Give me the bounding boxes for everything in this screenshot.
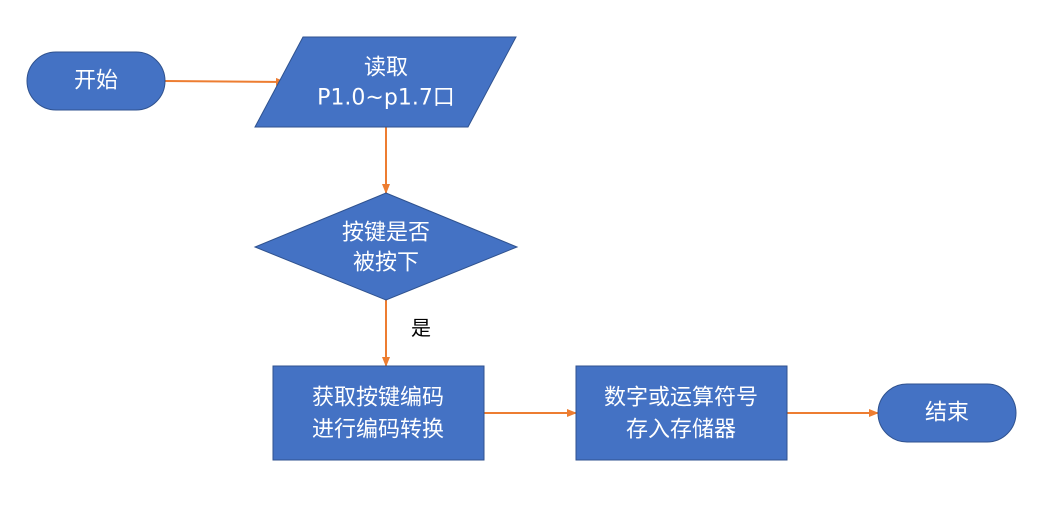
encode-label-line1: 获取按键编码 — [312, 386, 444, 411]
process-encode-box: 获取按键编码 进行编码转换 — [272, 365, 485, 461]
decision-yes-label: 是 — [411, 316, 431, 340]
arrow-start-to-read — [164, 77, 286, 86]
read-input-parallelogram: 读取 P1.0~p1.7口 — [254, 36, 517, 128]
decision-label-line1: 按键是否 — [342, 221, 430, 246]
end-label: 结束 — [925, 401, 969, 426]
read-label-line2: P1.0~p1.7口 — [317, 86, 455, 111]
start-terminal: 开始 — [26, 51, 166, 111]
encode-label-line2: 进行编码转换 — [312, 418, 444, 443]
read-label-line1: 读取 — [364, 56, 408, 81]
decision-diamond: 按键是否 被按下 — [253, 192, 519, 301]
store-label-line1: 数字或运算符号 — [604, 386, 758, 411]
process-store-box: 数字或运算符号 存入存储器 — [575, 365, 788, 461]
store-label-line2: 存入存储器 — [626, 418, 736, 443]
end-terminal: 结束 — [877, 383, 1017, 443]
start-label: 开始 — [74, 69, 118, 94]
decision-label-line2: 被按下 — [353, 251, 419, 276]
